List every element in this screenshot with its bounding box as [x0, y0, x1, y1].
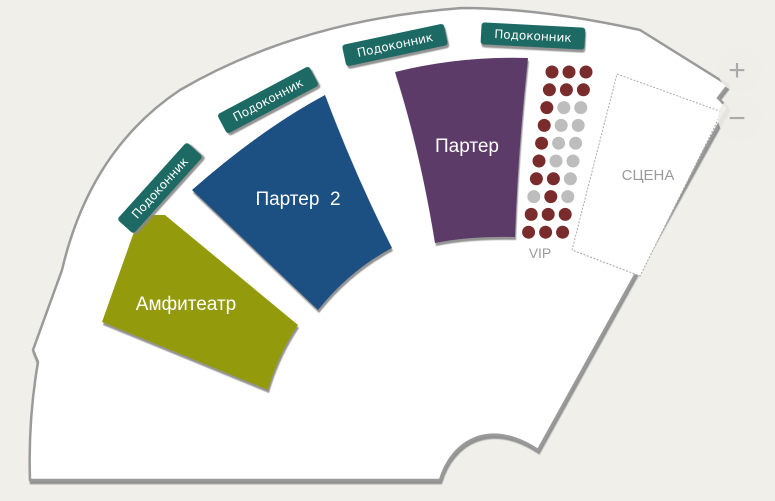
vip-seats [522, 65, 593, 239]
seat-available[interactable] [540, 101, 554, 115]
seat-available[interactable] [542, 83, 556, 97]
windowsill-label: Подоконник [494, 27, 572, 45]
seat-available[interactable] [579, 65, 593, 79]
section-label: Партер [435, 136, 499, 157]
seat-taken [557, 101, 571, 115]
windowsill-section[interactable]: Подоконник [480, 22, 586, 50]
seat-available[interactable] [537, 118, 551, 132]
seat-available[interactable] [558, 207, 572, 221]
seat-taken [527, 190, 541, 204]
seat-available[interactable] [546, 172, 560, 186]
seat-available[interactable] [544, 190, 558, 204]
section-label: Амфитеатр [136, 294, 236, 315]
seat-taken [569, 136, 583, 150]
seat-available[interactable] [522, 225, 536, 239]
seat-taken [552, 136, 566, 150]
seat-available[interactable] [529, 172, 543, 186]
stage: СЦЕНА [571, 73, 723, 277]
seat-taken [566, 154, 580, 168]
seat-available[interactable] [539, 225, 553, 239]
seat-taken [574, 101, 588, 115]
section-amphitheatre[interactable]: Амфитеатр [102, 215, 298, 390]
stage-label: СЦЕНА [622, 167, 675, 184]
seat-taken [563, 172, 577, 186]
seat-available[interactable] [545, 65, 559, 79]
seat-available[interactable] [559, 83, 573, 97]
seat-available[interactable] [541, 207, 555, 221]
vip-label: VIP [529, 245, 552, 261]
zoom-out-button[interactable]: − [718, 96, 762, 140]
seat-available[interactable] [535, 136, 549, 150]
seat-taken [549, 154, 563, 168]
seat-taken [571, 118, 585, 132]
section-label: Партер 2 [255, 189, 340, 210]
minus-icon: − [728, 102, 746, 135]
plus-icon: + [728, 54, 746, 87]
seat-available[interactable] [576, 83, 590, 97]
seat-available[interactable] [562, 65, 576, 79]
section-parter-2[interactable]: Партер 2 [192, 95, 392, 310]
seat-taken [561, 190, 575, 204]
seat-available[interactable] [556, 225, 570, 239]
section-parter[interactable]: Партер [395, 57, 528, 244]
seat-taken [554, 118, 568, 132]
seat-available[interactable] [524, 207, 538, 221]
zoom-in-button[interactable]: + [718, 48, 762, 92]
seat-available[interactable] [532, 154, 546, 168]
